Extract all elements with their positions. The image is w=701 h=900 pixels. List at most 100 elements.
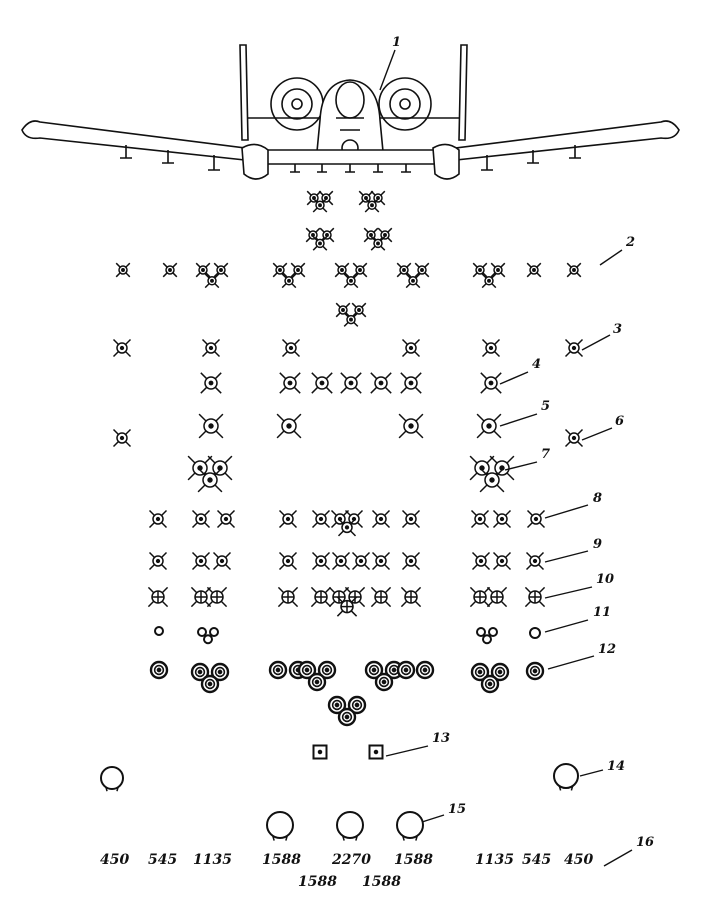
finned-store-symbol: [191, 551, 211, 571]
finned-store-symbol: [396, 262, 412, 278]
rocket-pod-symbol: [525, 661, 545, 681]
weight-label: 1588: [298, 874, 337, 890]
finned-store-symbol: [364, 197, 380, 213]
leader-line: [421, 814, 445, 823]
weight-label: 450: [564, 852, 593, 868]
callout-13: 13: [432, 731, 450, 746]
finned-store-symbol: [305, 227, 321, 243]
cluster-store-symbol: [524, 586, 546, 608]
finned-store-symbol: [526, 262, 542, 278]
finned-store-symbol: [148, 551, 168, 571]
finned-store-symbol: [566, 262, 582, 278]
finned-store-symbol: [352, 262, 368, 278]
finned-store-symbol: [334, 262, 350, 278]
rocket-pod-symbol: [297, 660, 317, 680]
finned-store-symbol: [281, 273, 297, 289]
cluster-store-symbol: [190, 586, 212, 608]
finned-store-symbol: [351, 551, 371, 571]
small-store-symbol: [476, 627, 486, 637]
finned-store-symbol: [272, 262, 288, 278]
finned-store-symbol: [112, 338, 132, 358]
finned-store-symbol: [191, 509, 211, 529]
leader-line: [603, 849, 633, 867]
finned-store-symbol: [335, 302, 351, 318]
leader-line: [544, 586, 593, 599]
finned-store-symbol: [471, 551, 491, 571]
callout-14: 14: [607, 759, 625, 774]
finned-store-symbol: [476, 413, 502, 439]
finned-store-symbol: [481, 273, 497, 289]
fuel-tank-symbol: [553, 763, 579, 791]
finned-store-symbol: [112, 428, 132, 448]
leader-line: [581, 334, 611, 351]
finned-store-symbol: [200, 372, 222, 394]
callout-5: 5: [541, 399, 550, 414]
finned-store-symbol: [162, 262, 178, 278]
cluster-store-symbol: [344, 586, 366, 608]
finned-store-symbol: [340, 372, 362, 394]
callout-3: 3: [613, 322, 622, 337]
finned-store-symbol: [401, 509, 421, 529]
rocket-pod-symbol: [149, 660, 169, 680]
callout-leaders: [379, 49, 633, 867]
store-symbols: [100, 190, 584, 841]
fuel-tank-symbol: [100, 766, 124, 792]
finned-store-symbol: [525, 551, 545, 571]
weight-label: 545: [522, 852, 551, 868]
finned-store-symbol: [401, 338, 421, 358]
small-store-symbol: [197, 627, 207, 637]
callout-6: 6: [615, 414, 624, 429]
finned-store-symbol: [198, 413, 224, 439]
rocket-pod-symbol: [327, 695, 347, 715]
finned-store-symbol: [318, 190, 334, 206]
leader-line: [379, 49, 396, 91]
finned-store-symbol: [213, 262, 229, 278]
finned-store-symbol: [337, 518, 357, 537]
finned-store-symbol: [414, 262, 430, 278]
finned-store-symbol: [148, 509, 168, 529]
leader-line: [544, 550, 589, 563]
rocket-pod-symbol: [396, 660, 416, 680]
finned-store-symbol: [370, 236, 386, 251]
callout-11: 11: [593, 605, 611, 620]
weight-label: 1135: [193, 852, 232, 868]
finned-store-symbol: [492, 551, 512, 571]
finned-store-symbol: [311, 372, 333, 394]
finned-store-symbol: [278, 551, 298, 571]
cluster-store-symbol: [147, 586, 169, 608]
finned-store-symbol: [343, 273, 359, 289]
callout-10: 10: [596, 572, 614, 587]
rocket-pod-symbol: [337, 707, 357, 727]
finned-store-symbol: [370, 372, 392, 394]
rocket-pod-symbol: [347, 695, 367, 715]
finned-store-symbol: [290, 262, 306, 278]
small-store-symbol: [488, 627, 498, 637]
small-store-symbol: [529, 627, 541, 639]
aircraft-front-view: [21, 44, 680, 180]
callout-7: 7: [541, 447, 550, 462]
weight-label: 2270: [331, 852, 371, 868]
finned-store-symbol: [492, 509, 512, 529]
rocket-pod-symbol: [415, 660, 435, 680]
cluster-store-symbol: [206, 586, 228, 608]
small-store-symbol: [482, 634, 492, 645]
callout-12: 12: [598, 642, 616, 657]
leader-line: [579, 769, 604, 777]
finned-store-symbol: [279, 372, 301, 394]
finned-store-symbol: [278, 509, 298, 529]
finned-store-symbol: [481, 338, 501, 358]
fuel-tank-symbol: [336, 811, 364, 841]
finned-store-symbol: [564, 428, 584, 448]
finned-store-symbol: [276, 413, 302, 439]
finned-store-symbol: [405, 273, 421, 289]
finned-store-symbol: [201, 338, 221, 358]
finned-store-symbol: [472, 262, 488, 278]
rocket-pod-symbol: [200, 674, 220, 694]
weight-label: 1588: [362, 874, 401, 890]
cluster-store-symbol: [469, 586, 491, 608]
leader-line: [544, 504, 589, 519]
leader-line: [385, 745, 429, 757]
leader-line: [499, 413, 538, 427]
leader-line: [599, 249, 623, 266]
